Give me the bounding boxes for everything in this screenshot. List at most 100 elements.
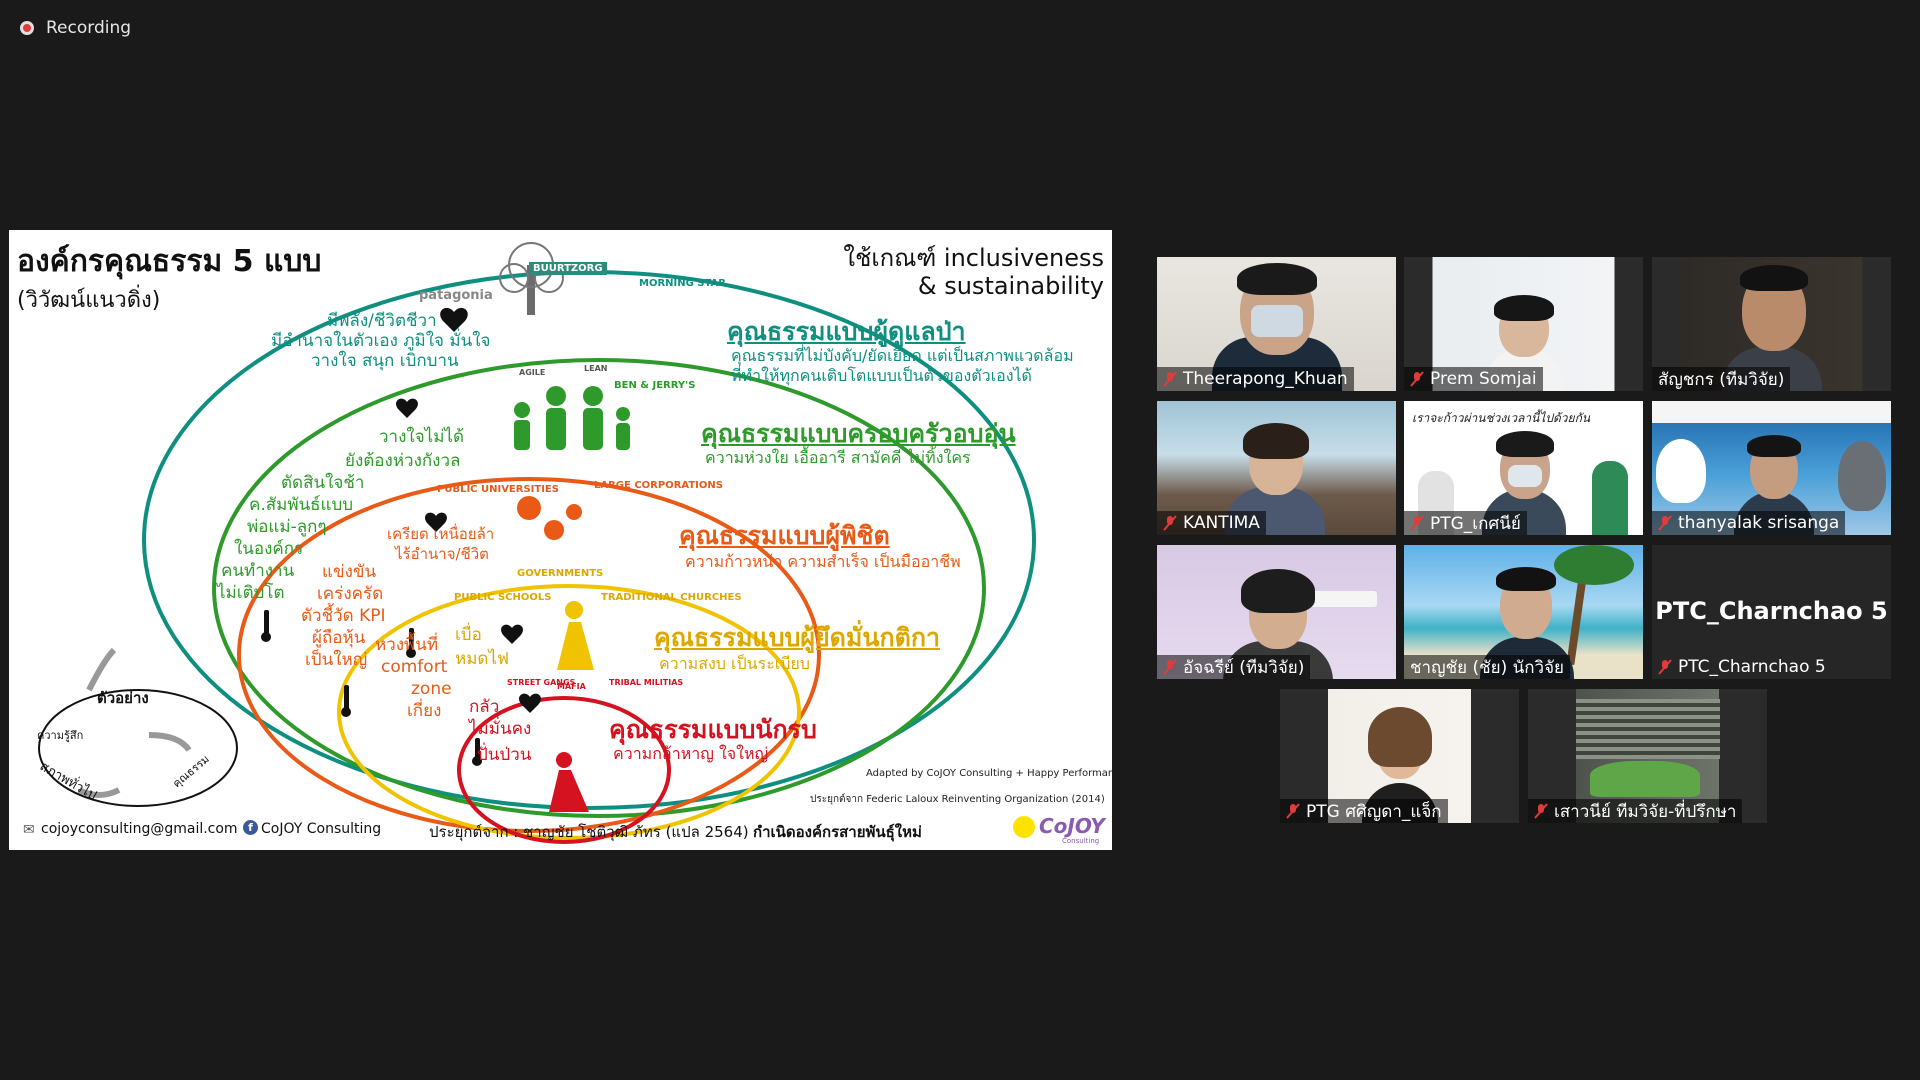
participant-name: Prem Somjai <box>1430 369 1537 389</box>
participant-tile-active-speaker[interactable]: ชาญชัย (ชัย) นักวิจัย <box>1404 545 1643 679</box>
note-green-2: ยังต้องห่วงกังวล <box>345 451 461 471</box>
cycle-feeling-label: ความรู้สึก <box>37 729 84 742</box>
note-green-1: วางใจไม่ได้ <box>379 427 464 447</box>
note-red-3: ปั่นป่วน <box>477 745 532 765</box>
logo-agile: AGILE <box>519 368 546 377</box>
note-yellow-1: หวงพื้นที่ <box>375 635 439 655</box>
label-street-gangs: STREET GANGS <box>507 678 576 687</box>
mic-muted-icon <box>1658 515 1672 531</box>
participant-namebar: KANTIMA <box>1157 511 1266 535</box>
level-yellow-desc: ความสงบ เป็นระเบียบ <box>659 654 810 673</box>
participant-namebar: PTG_เกศนีย์ <box>1404 511 1527 535</box>
red-ellipse <box>457 696 671 844</box>
label-governments: GOVERNMENTS <box>517 568 604 579</box>
level-teal-title: คุณธรรมแบบผู้ดูแลป่า <box>727 317 966 346</box>
participant-namebar: thanyalak srisanga <box>1652 511 1846 535</box>
recording-dot-icon <box>20 21 34 35</box>
level-yellow-title: คุณธรรมแบบผู้ยึดมั่นกติกา <box>654 623 941 652</box>
participant-tile[interactable]: เสาวนีย์ ทีมวิจัย-ที่ปรึกษา <box>1528 689 1767 823</box>
logo-morning-star: MORNING STAR <box>639 278 726 289</box>
cycle-arrow-icon-3 <box>77 787 121 798</box>
slide-title: องค์กรคุณธรรม 5 แบบ <box>17 244 322 279</box>
logo-patagonia: patagonia <box>419 288 493 303</box>
note-orange-left-6: ไม่เติบโต <box>217 583 285 603</box>
cycle-example-label: ตัวอย่าง <box>97 689 149 707</box>
mic-muted-icon <box>1163 659 1177 675</box>
participant-namebar: Theerapong_Khuan <box>1157 367 1354 391</box>
mic-muted-icon <box>1658 659 1672 675</box>
criteria-line-2: & sustainability <box>917 272 1104 300</box>
label-public-schools: PUBLIC SCHOOLS <box>454 592 552 603</box>
logo-ben-jerrys: BEN & JERRY'S <box>614 380 696 391</box>
participant-tile[interactable]: thanyalak srisanga <box>1652 401 1891 535</box>
participant-tile-camera-off[interactable]: PTC_Charnchao 5 PTC_Charnchao 5 <box>1652 545 1891 679</box>
participant-name: Theerapong_Khuan <box>1183 369 1348 389</box>
orange-ellipse <box>237 477 821 833</box>
note-orange-mid-4: ผู้ถือหุ้น <box>312 628 366 648</box>
nested-ellipses-diagram <box>38 242 1036 844</box>
contact-email: cojoyconsulting@gmail.com <box>41 821 238 837</box>
slide-subtitle: (วิวัฒน์แนวดิ่ง) <box>17 288 161 313</box>
note-orange-mid-3: ตัวชี้วัด KPI <box>301 606 386 626</box>
participant-tile[interactable]: PTG ศศิญดา_แจ็ก <box>1280 689 1519 823</box>
participant-name: ชาญชัย (ชัย) นักวิจัย <box>1410 657 1565 678</box>
note-yellow-4: เกี่ยง <box>407 701 442 721</box>
shared-screen-slide[interactable]: องค์กรคุณธรรม 5 แบบ (วิวัฒน์แนวดิ่ง) ใช้… <box>9 230 1112 850</box>
level-green-desc: ความห่วงใย เอื้ออารี สามัคคี ไม่ทิ้งใคร <box>705 448 971 467</box>
participant-tile[interactable]: เราจะก้าวผ่านช่วงเวลานี้ไปด้วยกัน PTG_เก… <box>1404 401 1643 535</box>
participant-tile[interactable]: อัจฉรีย์ (ทีมวิจัย) <box>1157 545 1396 679</box>
participant-tile[interactable]: สัญชกร (ทีมวิจัย) <box>1652 257 1891 391</box>
facebook-icon: f <box>243 820 258 835</box>
official-figure-icon <box>557 601 594 670</box>
note-yellow-inner-1: เบื่อ <box>455 625 482 645</box>
note-teal-1: มีพลัง/ชีวิตชีวา <box>327 311 437 331</box>
label-public-universities: PUBLIC UNIVERSITIES <box>437 484 559 495</box>
participant-namebar: สัญชกร (ทีมวิจัย) <box>1652 367 1791 391</box>
warrior-figure-icon <box>549 752 589 812</box>
note-yellow-3: zone <box>411 679 452 699</box>
credit-adapted: Adapted by CoJOY Consulting + Happy Perf… <box>866 768 1112 779</box>
note-red-1: กลัว <box>469 697 500 717</box>
participant-namebar: Prem Somjai <box>1404 367 1543 391</box>
note-orange-left-2: ค.สัมพันธ์แบบ <box>249 495 354 515</box>
note-orange-inner-1: เครียด เหนื่อยล้า <box>387 525 495 543</box>
email-icon: ✉ <box>23 822 35 838</box>
participant-tile[interactable]: KANTIMA <box>1157 401 1396 535</box>
participant-tile[interactable]: Prem Somjai <box>1404 257 1643 391</box>
logo-lean: LEAN <box>584 364 608 373</box>
yellow-ellipse <box>337 584 801 840</box>
recording-indicator[interactable]: Recording <box>20 18 131 38</box>
cycle-arrow-icon-2 <box>148 732 192 752</box>
criteria-line-1: ใช้เกณฑ์ inclusiveness <box>843 244 1104 272</box>
forest-tree-icon <box>499 242 564 315</box>
brand-logo: CoJOY <box>1039 814 1105 838</box>
note-orange-left-1: ตัดสินใจช้า <box>281 473 365 493</box>
note-yellow-2: comfort <box>381 657 448 677</box>
family-figures-icon <box>514 386 630 450</box>
credit-book: กำเนิดองค์กรสายพันธุ์ใหม่ <box>753 823 922 841</box>
mic-muted-icon <box>1286 803 1300 819</box>
participant-tile[interactable]: Theerapong_Khuan <box>1157 257 1396 391</box>
participant-namebar: ชาญชัย (ชัย) นักวิจัย <box>1404 655 1571 679</box>
level-teal-desc-1: คุณธรรมที่ไม่บังคับ/ยัดเยียด แต่เป็นสภาพ… <box>731 346 1074 365</box>
participant-namebar: PTC_Charnchao 5 <box>1652 655 1832 679</box>
note-orange-left-4: ในองค์กร <box>234 539 304 559</box>
gears-icon <box>517 496 582 540</box>
participant-name: thanyalak srisanga <box>1678 513 1840 533</box>
participant-name: PTC_Charnchao 5 <box>1678 657 1826 677</box>
note-orange-left-3: พ่อแม่-ลูกๆ <box>247 517 327 537</box>
decorative-marks <box>261 307 541 766</box>
label-tribal-militias: TRIBAL MILITIAS <box>609 678 684 687</box>
brand-sub: Consulting <box>1062 837 1100 845</box>
note-teal-3: วางใจ สนุก เบิกบาน <box>311 351 459 371</box>
credit-translation: ประยุกต์จาก : ชาญชัย โชติวุฒิ ภัทร (แปล … <box>429 823 749 841</box>
level-red-title: คุณธรรมแบบนักรบ <box>609 715 817 744</box>
mic-muted-icon <box>1410 515 1424 531</box>
note-orange-mid-1: แข่งขัน <box>322 562 377 582</box>
level-red-desc: ความกล้าหาญ ใจใหญ่ <box>613 744 769 763</box>
participant-namebar: เสาวนีย์ ทีมวิจัย-ที่ปรึกษา <box>1528 799 1743 823</box>
note-orange-left-5: คนทำงาน <box>221 561 295 581</box>
mic-muted-icon <box>1163 515 1177 531</box>
participant-name: สัญชกร (ทีมวิจัย) <box>1658 369 1785 390</box>
participant-name: PTG ศศิญดา_แจ็ก <box>1306 801 1442 822</box>
